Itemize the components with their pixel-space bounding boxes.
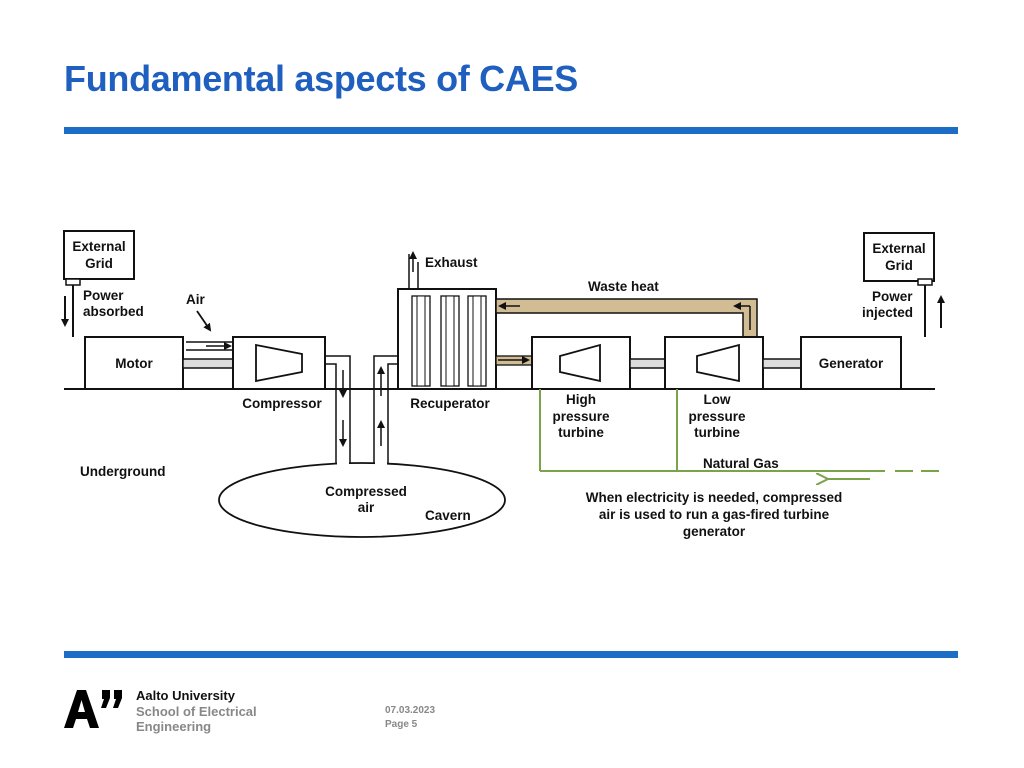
slide-date: 07.03.2023 xyxy=(385,705,436,716)
cavern-label: Cavern xyxy=(425,508,471,523)
hp-turbine-symbol xyxy=(559,343,601,383)
lp-turbine-symbol xyxy=(696,343,740,383)
external-grid-right-label: Grid xyxy=(885,258,913,273)
page-number: Page 5 xyxy=(385,719,418,730)
external-grid-left-label: External xyxy=(72,239,125,254)
aalto-logo-a xyxy=(64,690,99,728)
aalto-logo xyxy=(64,690,122,728)
recuperator-inlet-pipe xyxy=(387,363,398,470)
hp-turbine-label: turbine xyxy=(558,425,604,440)
lp-turbine-label: pressure xyxy=(688,409,746,424)
compressor-label: Compressor xyxy=(242,396,322,411)
recuperator-tube xyxy=(416,295,426,387)
recuperator-label: Recuperator xyxy=(410,396,490,411)
power-absorbed-label: absorbed xyxy=(83,304,144,319)
waste-heat-label: Waste heat xyxy=(588,279,659,294)
motor-box xyxy=(84,336,184,390)
school-name: School of Electrical xyxy=(136,704,257,719)
hp-turbine-label: High xyxy=(566,392,596,407)
external-grid-right-box xyxy=(863,232,935,282)
school-name: Engineering xyxy=(136,719,212,734)
recuperator-inlet-pipe xyxy=(373,355,398,470)
exhaust-label: Exhaust xyxy=(425,255,478,270)
aalto-logo-quote xyxy=(113,690,122,708)
motor-compressor-shaft xyxy=(182,358,234,369)
power-absorbed-label: Power xyxy=(83,288,124,303)
generator-box xyxy=(800,336,902,390)
natural-gas-label: Natural Gas xyxy=(703,456,779,471)
diagram-note: When electricity is needed, compressed xyxy=(586,490,843,505)
air-arrow xyxy=(196,310,212,332)
aalto-logo-quote xyxy=(101,690,110,708)
generator-label: Generator xyxy=(819,356,884,371)
external-grid-left-box xyxy=(63,230,135,280)
compressor-outlet-pipe xyxy=(325,355,351,470)
air-label: Air xyxy=(186,292,206,307)
external-grid-left-label: Grid xyxy=(85,256,113,271)
top-divider xyxy=(64,127,958,134)
lp-turbine-label: Low xyxy=(704,392,731,407)
recuperator-tube xyxy=(445,295,455,387)
cavern xyxy=(218,462,506,538)
power-injected-label: Power xyxy=(872,289,913,304)
compressed-air-label: Compressed xyxy=(325,484,407,499)
slide-title: Fundamental aspects of CAES xyxy=(64,58,579,99)
recuperator-tube xyxy=(472,295,482,387)
generator-shaft xyxy=(762,358,802,369)
underground-label: Underground xyxy=(80,464,166,479)
turbine-shaft xyxy=(629,358,666,369)
hp-turbine-label: pressure xyxy=(552,409,610,424)
cavern-shaft-gap xyxy=(337,462,349,472)
waste-heat-duct xyxy=(495,298,758,341)
compressor-outlet-pipe xyxy=(325,363,337,470)
bottom-divider xyxy=(64,651,958,658)
diagram-note: generator xyxy=(683,524,746,539)
external-grid-left-socket xyxy=(65,278,81,286)
motor-label: Motor xyxy=(115,356,153,371)
compressor-symbol xyxy=(255,343,303,383)
external-grid-right-label: External xyxy=(872,241,925,256)
lp-turbine-label: turbine xyxy=(694,425,740,440)
diagram-note: air is used to run a gas-fired turbine xyxy=(599,507,830,522)
external-grid-right-socket xyxy=(917,278,933,286)
cavern-shaft-gap xyxy=(375,462,387,472)
compressed-air-label: air xyxy=(358,500,375,515)
university-name: Aalto University xyxy=(136,688,235,703)
power-injected-label: injected xyxy=(862,305,913,320)
